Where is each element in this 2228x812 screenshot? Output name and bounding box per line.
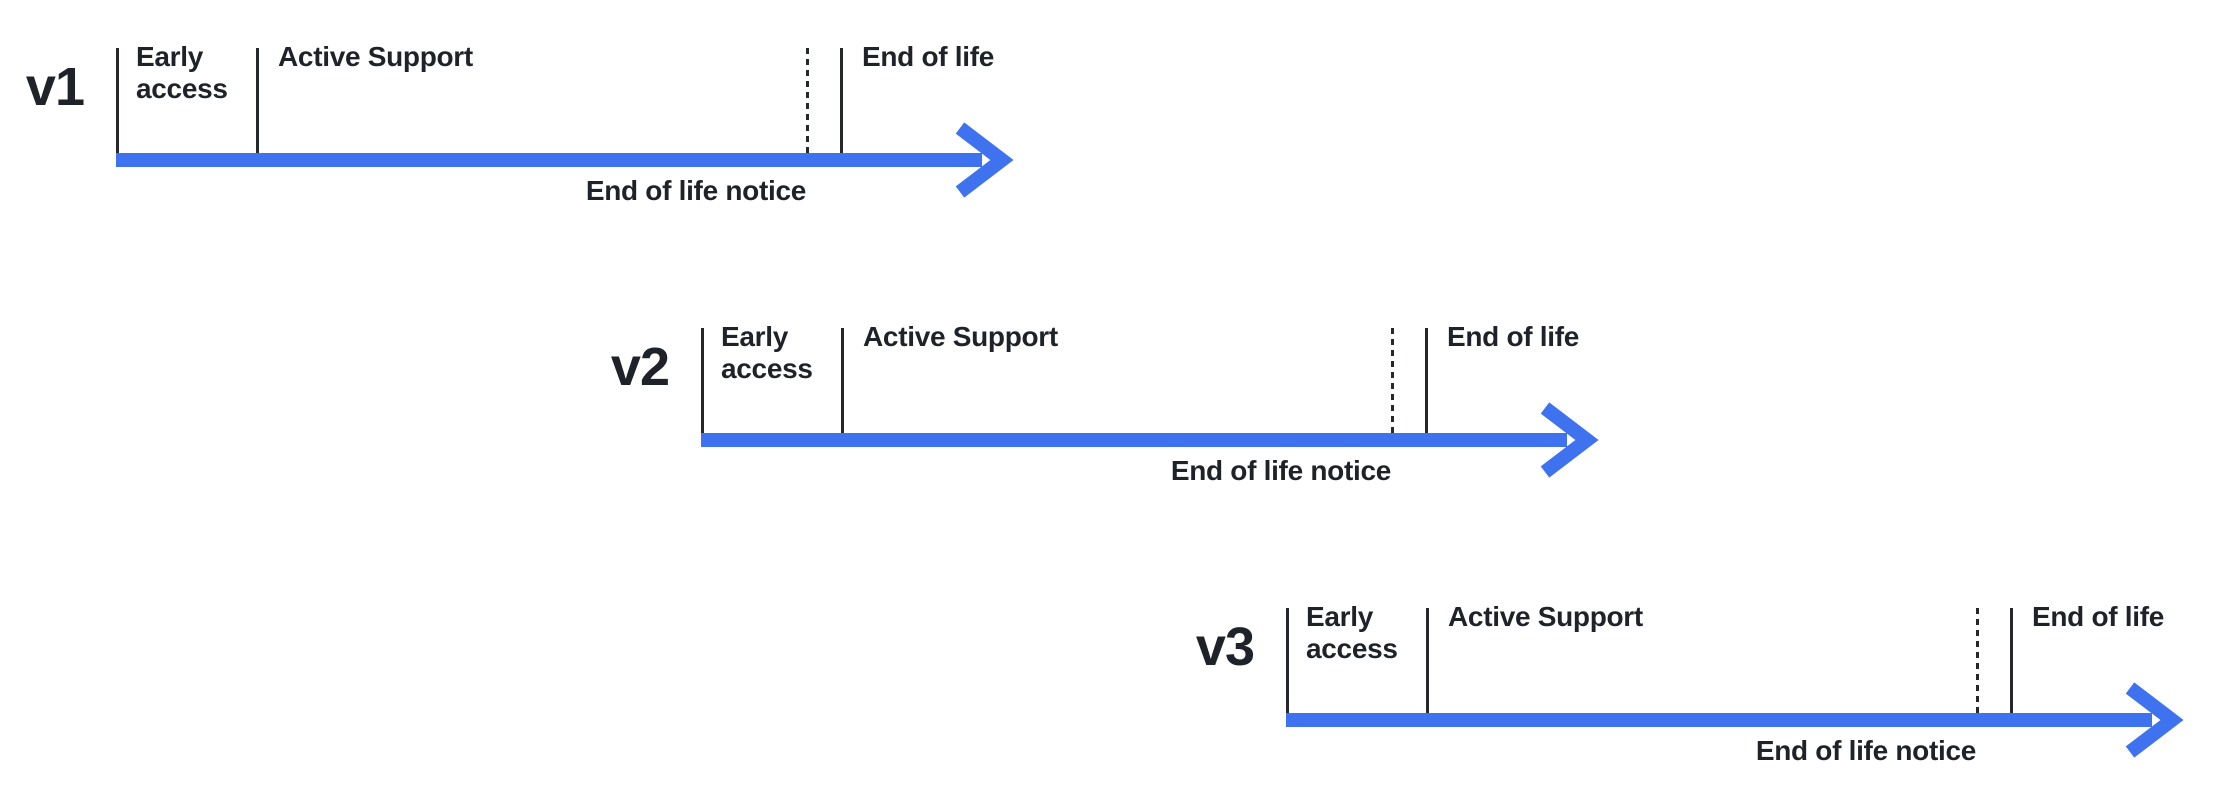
early-access-start-tick (116, 48, 119, 153)
active-support-label: Active Support (863, 321, 1058, 352)
end-of-life-label: End of life (862, 41, 995, 72)
end-of-life-notice-label: End of life notice (1755, 735, 1976, 766)
early-access-label: Early access (136, 41, 228, 104)
end-of-life-notice-dashed-line (1976, 608, 1979, 713)
timeline-arrow (116, 122, 1014, 198)
end-of-life-tick (1425, 328, 1428, 433)
end-of-life-tick (2010, 608, 2013, 713)
end-of-life-notice-dashed-line (806, 48, 809, 153)
active-support-label: Active Support (278, 41, 473, 72)
version-label-v1: v1 (25, 57, 85, 117)
early-access-start-tick (701, 328, 704, 433)
active-support-start-tick (256, 48, 259, 153)
end-of-life-label: End of life (1447, 321, 1580, 352)
end-of-life-notice-label: End of life notice (1170, 455, 1391, 486)
active-support-label: Active Support (1448, 601, 1643, 632)
timeline-v1: v1 Early access Active Support End of li… (0, 0, 1060, 252)
timeline-arrow (1286, 682, 2184, 758)
timeline-arrow (701, 402, 1599, 478)
active-support-start-tick (1426, 608, 1429, 713)
early-access-label: Early access (721, 321, 813, 384)
end-of-life-tick (840, 48, 843, 153)
version-label-v2: v2 (610, 337, 670, 397)
version-label-v3: v3 (1195, 617, 1255, 677)
early-access-start-tick (1286, 608, 1289, 713)
timeline-v2: v2 Early access Active Support End of li… (585, 280, 1645, 532)
early-access-label: Early access (1306, 601, 1398, 664)
end-of-life-notice-dashed-line (1391, 328, 1394, 433)
end-of-life-notice-label: End of life notice (585, 175, 806, 206)
active-support-start-tick (841, 328, 844, 433)
timeline-v3: v3 Early access Active Support End of li… (1170, 560, 2228, 812)
end-of-life-label: End of life (2032, 601, 2165, 632)
